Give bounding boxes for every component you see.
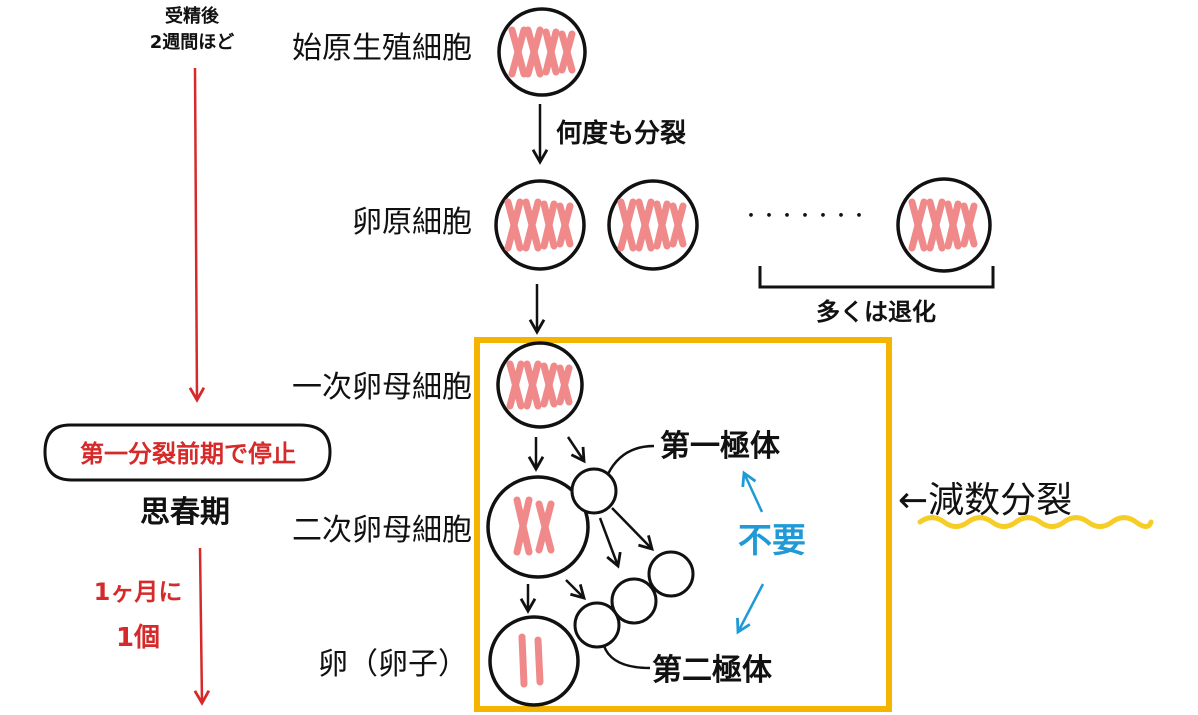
unneeded-arrow-up xyxy=(741,470,764,513)
arrow-polar1-to-upper xyxy=(611,507,654,552)
unneeded-arrow-down xyxy=(736,583,765,635)
stage-secondary-oocyte: 二次卵母細胞 xyxy=(292,513,472,548)
puberty-label: 思春期 xyxy=(140,495,230,530)
unneeded-label: 不要 xyxy=(738,521,806,561)
primary-oocyte-cell xyxy=(496,341,584,429)
polar-body-upper-daughter xyxy=(647,550,695,598)
arrest-label: 第一分裂前期で停止 xyxy=(80,440,296,468)
degenerate-label: 多くは退化 xyxy=(816,298,936,326)
first-polar-body-label: 第一極体 xyxy=(660,429,781,464)
timeline-note-line2: 2週間ほど xyxy=(150,32,235,53)
meiosis-highlight xyxy=(917,515,1154,529)
stage-primary-oocyte: 一次卵母細胞 xyxy=(292,370,472,405)
primordial-cell xyxy=(497,7,587,97)
stage-ovum: 卵（卵子） xyxy=(318,647,468,682)
timeline-note-line1: 受精後 xyxy=(165,5,220,27)
arrow-to-first-polar-body xyxy=(566,436,586,464)
arrest-bubble xyxy=(43,423,332,482)
arrow-to-second-polar-body xyxy=(565,579,586,600)
first-polar-body xyxy=(570,467,618,515)
oogonium-cell-3 xyxy=(896,177,992,273)
rate-label-line2: 1個 xyxy=(116,623,160,653)
meiosis-box xyxy=(474,337,892,712)
stage-primordial-germ-cell: 始原生殖細胞 xyxy=(292,31,472,66)
divide-many-label: 何度も分裂 xyxy=(556,118,686,149)
oogonium-cell-2 xyxy=(607,179,699,271)
secondary-oocyte-cell xyxy=(486,475,590,579)
arrow-polar1-to-lower xyxy=(598,517,622,569)
meiosis-label: ←減数分裂 xyxy=(898,480,1072,521)
oogonium-cell-1 xyxy=(494,179,586,271)
second-polar-body-leader xyxy=(602,645,651,670)
stage-oogonium: 卵原細胞 xyxy=(352,205,472,240)
rate-label-line1: 1ヶ月に xyxy=(94,578,183,606)
continuation-dots: ・・・・・・・ xyxy=(742,206,868,227)
ovum-cell xyxy=(488,615,580,707)
degenerate-bracket xyxy=(758,266,995,289)
timeline-arrow-bottom xyxy=(193,547,211,706)
first-polar-body-leader xyxy=(606,444,655,475)
second-polar-body-label: 第二極体 xyxy=(652,653,773,688)
polar-body-lower-daughter xyxy=(610,577,658,625)
timeline-arrow-top xyxy=(188,67,206,403)
second-polar-body xyxy=(573,601,621,649)
